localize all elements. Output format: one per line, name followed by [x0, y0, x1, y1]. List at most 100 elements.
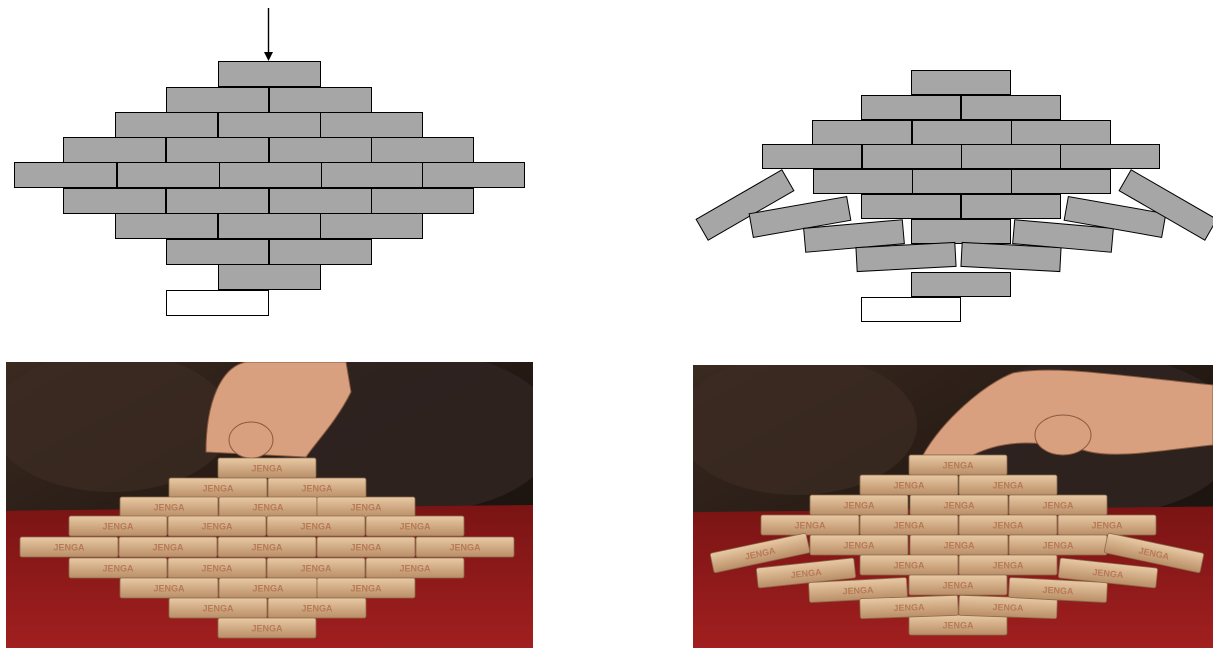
- block: [862, 96, 961, 120]
- block-label: JENGA: [153, 503, 185, 513]
- block: [962, 96, 1061, 120]
- block: [270, 240, 372, 265]
- block-label: JENGA: [1091, 521, 1123, 531]
- block-diagrams: [0, 0, 1213, 360]
- block: [913, 170, 1012, 194]
- jenga-block: JENGA: [20, 537, 118, 557]
- block: [270, 138, 372, 163]
- jenga-block: JENGA: [219, 578, 317, 598]
- jenga-block: JENGA: [169, 598, 267, 618]
- block: [322, 163, 424, 188]
- block: [862, 195, 961, 219]
- block: [270, 88, 372, 113]
- block-label: JENGA: [942, 621, 974, 631]
- jenga-block: JENGA: [119, 537, 217, 557]
- block-label: JENGA: [399, 522, 431, 532]
- block: [220, 163, 322, 188]
- block: [167, 189, 269, 214]
- jenga-block: JENGA: [69, 516, 167, 536]
- jenga-block: JENGA: [317, 497, 415, 517]
- block: [219, 265, 321, 290]
- block-label: JENGA: [202, 484, 234, 494]
- block: [15, 163, 117, 188]
- block: [167, 138, 269, 163]
- block: [219, 62, 321, 87]
- block: [167, 88, 269, 113]
- jenga-block: JENGA: [366, 558, 464, 578]
- block: [913, 121, 1012, 145]
- jenga-block: JENGA: [860, 515, 958, 535]
- block-label: JENGA: [843, 541, 875, 551]
- block-label: JENGA: [1042, 585, 1074, 597]
- jenga-block: JENGA: [860, 555, 958, 575]
- jenga-block: JENGA: [909, 615, 1007, 635]
- jenga-block: JENGA: [168, 558, 266, 578]
- block-label: JENGA: [992, 561, 1024, 571]
- jenga-block: JENGA: [219, 497, 317, 517]
- jenga-block: JENGA: [120, 497, 218, 517]
- jenga-photo-left: JENGAJENGAJENGAJENGAJENGAJENGAJENGAJENGA…: [6, 362, 533, 648]
- block-label: JENGA: [301, 604, 333, 614]
- block: [64, 189, 166, 214]
- block: [912, 273, 1011, 297]
- block-label: JENGA: [1042, 501, 1074, 511]
- block-label: JENGA: [1042, 541, 1074, 551]
- jenga-block: JENGA: [761, 515, 859, 535]
- block-label: JENGA: [992, 602, 1024, 613]
- block-label: JENGA: [399, 564, 431, 574]
- jenga-block: JENGA: [910, 495, 1008, 515]
- block-label: JENGA: [251, 543, 283, 553]
- block: [372, 138, 474, 163]
- photo-after-push: JENGAJENGAJENGAJENGAJENGAJENGAJENGAJENGA…: [693, 365, 1213, 648]
- jenga-block: JENGA: [1009, 495, 1107, 515]
- photo-before-push: JENGAJENGAJENGAJENGAJENGAJENGAJENGAJENGA…: [6, 362, 533, 648]
- block-label: JENGA: [252, 584, 284, 594]
- block: [270, 189, 372, 214]
- block-label: JENGA: [449, 543, 481, 553]
- block-label: JENGA: [794, 521, 826, 531]
- block: [118, 163, 220, 188]
- block: [863, 145, 962, 169]
- jenga-block: JENGA: [1009, 535, 1107, 555]
- block-label: JENGA: [842, 585, 874, 597]
- block-label: JENGA: [893, 561, 925, 571]
- diagram-after-push: [696, 71, 1213, 322]
- block-label: JENGA: [992, 521, 1024, 531]
- block-label: JENGA: [943, 541, 975, 551]
- block-label: JENGA: [943, 501, 975, 511]
- block-label: JENGA: [102, 522, 134, 532]
- tilted-block: [856, 242, 956, 271]
- jenga-block: JENGA: [909, 575, 1007, 595]
- block: [962, 195, 1061, 219]
- block: [962, 145, 1061, 169]
- block: [116, 214, 218, 239]
- removed-block: [862, 298, 961, 322]
- block-label: JENGA: [350, 503, 382, 513]
- jenga-block: JENGA: [69, 558, 167, 578]
- jenga-block: JENGA: [910, 535, 1008, 555]
- jenga-block: JENGA: [909, 455, 1007, 475]
- block: [321, 214, 423, 239]
- block: [1012, 170, 1111, 194]
- block: [64, 138, 166, 163]
- jenga-block: JENGA: [416, 537, 514, 557]
- block: [321, 113, 423, 138]
- block-label: JENGA: [202, 604, 234, 614]
- jenga-block: JENGA: [860, 475, 958, 495]
- block-label: JENGA: [300, 564, 332, 574]
- block-label: JENGA: [992, 481, 1024, 491]
- jenga-block: JENGA: [218, 537, 316, 557]
- block-label: JENGA: [350, 543, 382, 553]
- block: [1061, 145, 1160, 169]
- jenga-block: JENGA: [120, 578, 218, 598]
- block-label: JENGA: [942, 581, 974, 591]
- jenga-block: JENGA: [317, 537, 415, 557]
- jenga-block: JENGA: [218, 458, 316, 478]
- jenga-block: JENGA: [1058, 515, 1156, 535]
- block-label: JENGA: [251, 464, 283, 474]
- block-label: JENGA: [300, 522, 332, 532]
- jenga-block: JENGA: [268, 598, 366, 618]
- block: [372, 189, 474, 214]
